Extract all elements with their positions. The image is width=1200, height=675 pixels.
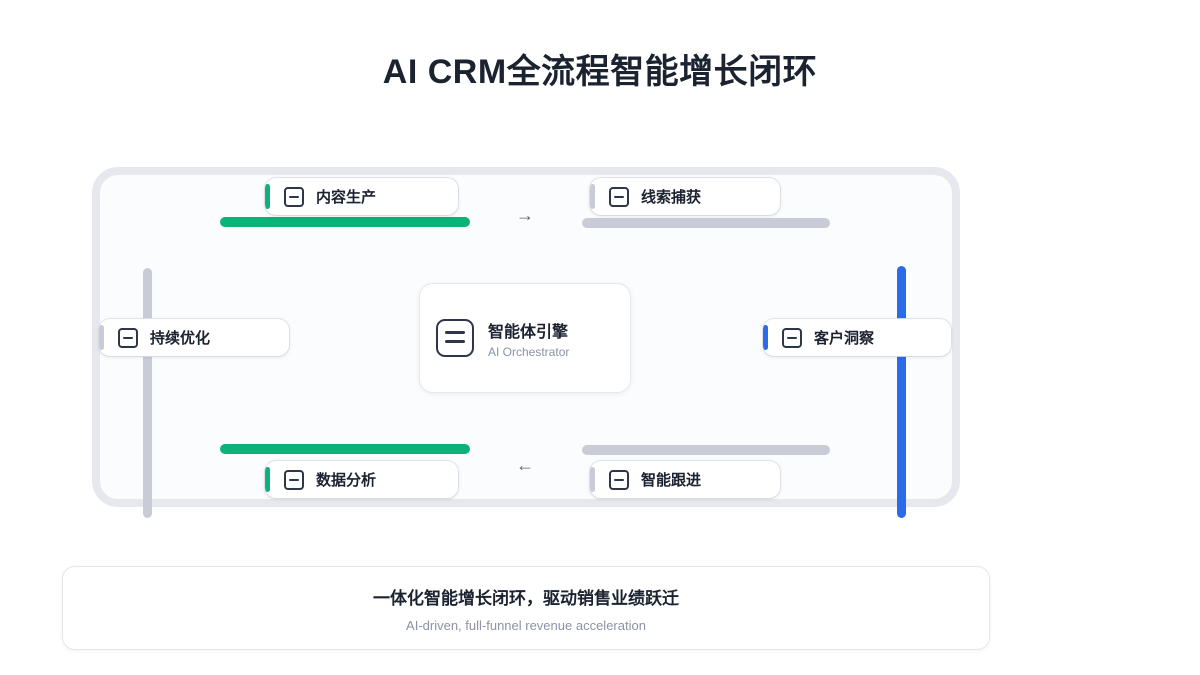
arrow-left-icon: ← (516, 455, 534, 475)
minus-square-icon (782, 327, 802, 348)
hub-subtitle: AI Orchestrator (488, 344, 570, 359)
minus-square-icon (284, 469, 304, 490)
node-accent-bar (590, 467, 595, 492)
node-accent-bar (265, 184, 270, 209)
node-customer-insight[interactable]: 客户洞察 (763, 319, 951, 356)
node-continuous-optimization[interactable]: 持续优化 (99, 319, 289, 356)
node-label: 内容生产 (316, 189, 377, 206)
footer-title: 一体化智能增长闭环，驱动销售业绩跃迁 (373, 588, 679, 608)
footer-summary-card: 一体化智能增长闭环，驱动销售业绩跃迁 AI-driven, full-funne… (62, 566, 990, 650)
hub-text-group: 智能体引擎 AI Orchestrator (488, 318, 569, 359)
connector-bar-bottom-right (582, 445, 830, 455)
footer-subtitle: AI-driven, full-funnel revenue accelerat… (406, 617, 646, 633)
page-title: AI CRM全流程智能增长闭环 (382, 53, 818, 91)
node-lead-capture[interactable]: 线索捕获 (590, 178, 780, 215)
node-label: 客户洞察 (814, 330, 875, 347)
minus-square-icon (609, 469, 629, 490)
node-accent-bar (590, 184, 595, 209)
hub-title: 智能体引擎 (488, 323, 569, 341)
node-intelligent-followup[interactable]: 智能跟进 (590, 461, 780, 498)
connector-rail-left (143, 268, 152, 518)
node-accent-bar (763, 325, 768, 350)
minus-square-icon (609, 186, 629, 207)
node-label: 智能跟进 (641, 472, 702, 489)
node-content-production[interactable]: 内容生产 (265, 178, 458, 215)
arrow-right-icon: → (516, 205, 534, 225)
connector-rail-right (897, 266, 906, 518)
minus-square-icon (284, 186, 304, 207)
connector-bar-bottom-left (220, 444, 470, 454)
node-data-analysis[interactable]: 数据分析 (265, 461, 458, 498)
node-accent-bar (99, 325, 104, 350)
hub-card-ai-orchestrator[interactable]: 智能体引擎 AI Orchestrator (419, 283, 631, 393)
minus-square-icon (118, 327, 138, 348)
connector-bar-top-left (220, 217, 470, 227)
node-label: 持续优化 (150, 330, 211, 347)
stacked-lines-icon (436, 319, 474, 357)
node-label: 线索捕获 (641, 189, 702, 206)
node-label: 数据分析 (316, 472, 377, 489)
node-accent-bar (265, 467, 270, 492)
connector-bar-top-right (582, 218, 830, 228)
